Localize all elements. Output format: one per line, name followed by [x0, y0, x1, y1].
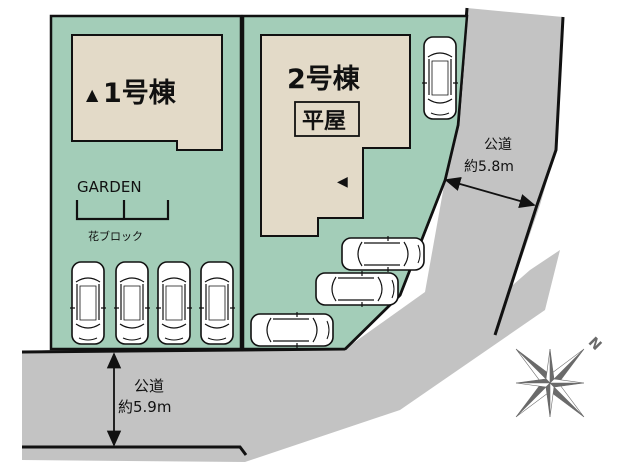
building-2-label: 2号棟 — [287, 64, 361, 95]
building-1 — [71, 34, 223, 151]
car-icon — [315, 270, 399, 308]
building-1-marker-icon: ▲ — [86, 85, 99, 104]
single-story-label: 平屋 — [302, 109, 346, 134]
garden-label: GARDEN — [77, 178, 142, 196]
road-east-width-arrow — [444, 177, 536, 208]
car-icon — [421, 36, 459, 120]
flower-block-label: 花ブロック — [88, 229, 143, 243]
road-south — [22, 250, 560, 462]
car-icon — [250, 311, 334, 349]
building-2-marker-icon: ◀ — [337, 174, 348, 190]
compass-north-label: N — [585, 334, 605, 354]
road-east-width: 約5.8m — [464, 159, 514, 175]
car-icon — [341, 235, 425, 273]
car-icon — [155, 261, 193, 345]
flower-block — [75, 200, 170, 221]
road-south-width: 約5.9m — [118, 398, 171, 416]
building-1-label: 1号棟 — [103, 78, 177, 109]
road-east-label: 公道 — [484, 137, 512, 153]
car-icon — [113, 261, 151, 345]
compass-icon: N — [515, 334, 605, 418]
road-south-label: 公道 — [134, 377, 164, 395]
single-story-badge — [294, 101, 360, 137]
car-icon — [69, 261, 107, 345]
car-icon — [198, 261, 236, 345]
